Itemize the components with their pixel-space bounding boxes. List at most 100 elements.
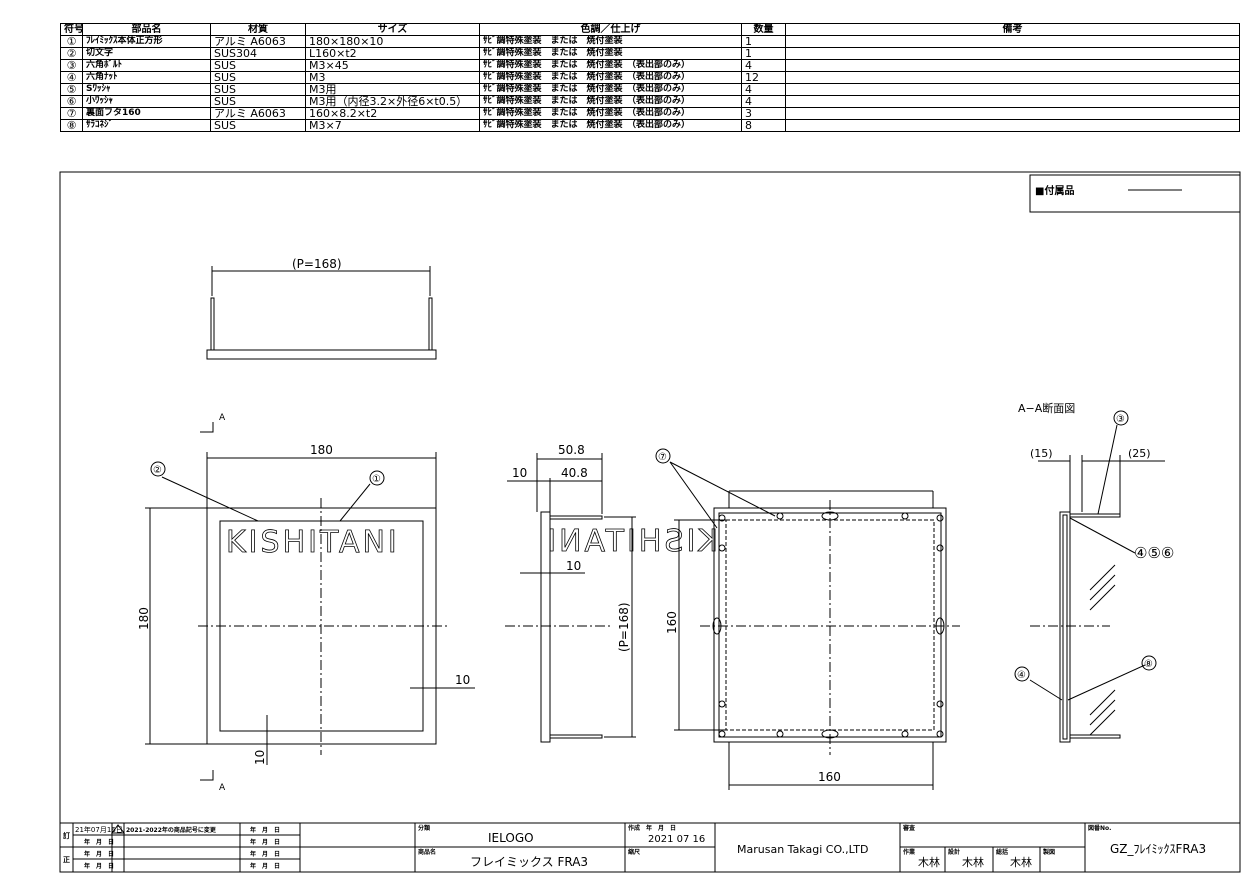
accessory-label: ■付属品 (1035, 184, 1074, 197)
tb-date-2: 年 月 日 (84, 850, 114, 858)
section-dim-left-text: (15) (1030, 447, 1053, 460)
section-bolt-top (1069, 513, 1121, 518)
top-view-bolt-left (210, 297, 215, 351)
tb-inspect-label: 総括 (996, 848, 1008, 856)
tb-drawing-no: GZ_ﾌﾚｲﾐｯｸｽFRA3 (1110, 842, 1206, 856)
top-view (206, 266, 437, 360)
tb-scale-label: 縮尺 (628, 848, 640, 856)
screw-2 (936, 514, 944, 522)
part-size: M3×7 (305, 119, 480, 132)
tb-date-5: 年 月 日 (250, 838, 280, 846)
parts-table-header: 符号 部品名 材質 サイズ 色調／仕上げ 数量 備考 (60, 23, 1240, 36)
tb-drawing-no-label: 図番No. (1088, 824, 1111, 832)
side-depth-text: 40.8 (561, 466, 588, 480)
rev-triangle (111, 824, 125, 834)
section-frame-inner (1062, 514, 1068, 740)
tb-rev-mark: 正 (63, 856, 70, 864)
back-width-text: 160 (818, 770, 841, 784)
callout-8: ⑧ (1144, 659, 1153, 670)
screw-6 (936, 700, 944, 708)
tb-created-label: 作成 年 月 日 (628, 824, 676, 832)
back-lettering: KISHITANI (544, 524, 718, 559)
side-offset-text: 10 (512, 466, 527, 480)
screw-10 (901, 512, 909, 520)
callout-7: ⑦ (658, 452, 667, 463)
callout-4-leader (1029, 679, 1063, 701)
tb-category-label: 分類 (418, 824, 431, 832)
back-bolt-left (712, 617, 722, 635)
tb-rev-symbol: 訂 (63, 831, 70, 840)
tb-product-label: 商品名 (418, 848, 436, 856)
tb-designer: 木林 (962, 855, 984, 869)
back-height-text: 160 (665, 611, 679, 634)
tb-make-label: 製図 (1042, 848, 1055, 856)
callout-7-leader-a (669, 461, 718, 529)
section-frame (1059, 511, 1071, 743)
callout-3-circle (1113, 410, 1129, 426)
side-total-text: 50.8 (558, 443, 585, 457)
tb-date-7: 年 月 日 (250, 862, 280, 870)
section-marker-bottom: A (219, 783, 226, 793)
section-view (1014, 410, 1165, 743)
side-bolt-bottom (549, 734, 603, 739)
tb-inspector: 木林 (1010, 855, 1032, 869)
hatch-3 (1089, 584, 1116, 611)
tb-date-1: 年 月 日 (84, 838, 114, 846)
screw-4 (936, 544, 944, 552)
tb-author: 木林 (918, 855, 940, 869)
top-view-dim-text: (P=168) (292, 257, 342, 271)
back-bolt-right (935, 617, 945, 635)
screw-5 (718, 700, 726, 708)
screw-11 (776, 730, 784, 738)
screw-3 (718, 544, 726, 552)
front-border-bottom-text: 10 (253, 750, 267, 765)
screw-12 (901, 730, 909, 738)
front-height-text: 180 (137, 607, 151, 630)
front-view (145, 422, 475, 781)
section-marker-top: A (219, 413, 226, 423)
section-arrow-bottom (200, 770, 214, 781)
callout-1-leader (339, 483, 371, 522)
front-lettering: KISHITANI (226, 525, 400, 560)
accessory-box (1029, 174, 1241, 213)
tb-rev1-date: 21年07月16日 (75, 825, 123, 834)
tb-date-3: 年 月 日 (84, 862, 114, 870)
tb-company: Marusan Takagi CO.,LTD (737, 843, 868, 856)
callout-1: ① (372, 474, 381, 485)
section-bolt-bottom (1069, 734, 1121, 739)
front-border-text: 10 (455, 673, 470, 687)
tb-check-label: 審査 (902, 824, 915, 832)
side-plate-text: 10 (566, 559, 581, 573)
screw-7 (718, 730, 726, 738)
section-arrow-top (200, 422, 214, 433)
callout-456: ④⑤⑥ (1134, 544, 1174, 562)
tb-author-label: 作業 (903, 848, 916, 856)
callout-456-leader (1069, 517, 1136, 554)
part-finish: ｻﾋﾞ調特殊塗装 または 焼付塗装 （表出部のみ） (479, 119, 742, 132)
callout-3: ③ (1116, 414, 1125, 425)
tb-date-4: 年 月 日 (250, 826, 280, 834)
callout-2-circle (150, 461, 166, 477)
title-block (59, 822, 1241, 873)
hatch-1 (1089, 564, 1116, 591)
tb-date-6: 年 月 日 (250, 850, 280, 858)
callout-3-leader (1097, 424, 1118, 515)
callout-4-circle (1014, 666, 1030, 682)
front-width-text: 180 (310, 443, 333, 457)
top-view-plate (206, 349, 437, 360)
callout-1-circle (369, 470, 385, 486)
tb-design-label: 設計 (948, 848, 960, 856)
tb-category: IELOGO (488, 831, 534, 845)
side-pitch-text: (P=168) (617, 602, 631, 652)
callout-8-leader (1067, 664, 1146, 701)
hatch-5 (1089, 709, 1116, 736)
tb-product: フレイミックス FRA3 (470, 855, 588, 869)
screw-9 (776, 512, 784, 520)
back-bolt-bottom (821, 729, 839, 739)
callout-2: ② (153, 465, 162, 476)
tb-created-date: 2021 07 16 (648, 834, 705, 845)
